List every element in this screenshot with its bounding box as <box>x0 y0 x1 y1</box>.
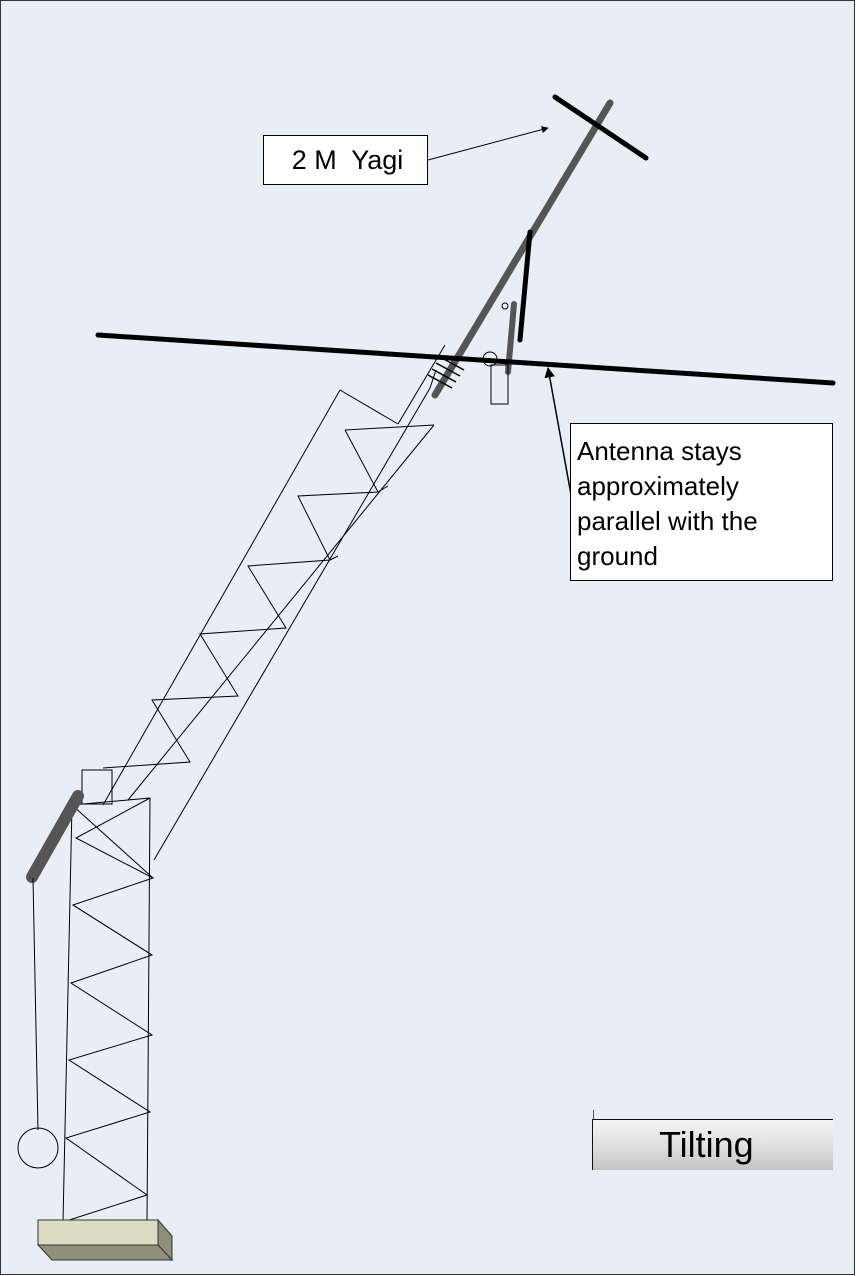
support-strut <box>517 229 533 343</box>
winch-cable <box>32 877 39 1131</box>
hinge-box <box>81 769 113 805</box>
parallel-callout-line: Antenna stays <box>577 436 742 466</box>
mast-tube <box>431 99 614 399</box>
yagi-callout-arrow <box>427 126 549 161</box>
yagi-callout-label: 2 M Yagi <box>263 135 428 185</box>
tilting-tower-section <box>102 344 446 861</box>
concrete-base <box>36 1218 174 1262</box>
diagram-title: Tilting <box>592 1119 833 1170</box>
parallel-callout-line: parallel with the <box>577 506 758 536</box>
parallel-callout-label: Antenna stays approximately parallel wit… <box>570 423 833 581</box>
winch-arm <box>26 790 84 883</box>
winch-pulley <box>17 1127 59 1169</box>
parallel-callout-arrow <box>544 366 573 501</box>
parallel-callout-line: approximately <box>577 471 739 501</box>
pivot-pin <box>501 302 509 310</box>
rotator-housing <box>490 364 509 405</box>
parallel-callout-line: ground <box>577 541 658 571</box>
hf-antenna-element <box>95 332 836 386</box>
fixed-tower-section <box>62 797 155 1223</box>
yagi-element <box>552 94 649 161</box>
